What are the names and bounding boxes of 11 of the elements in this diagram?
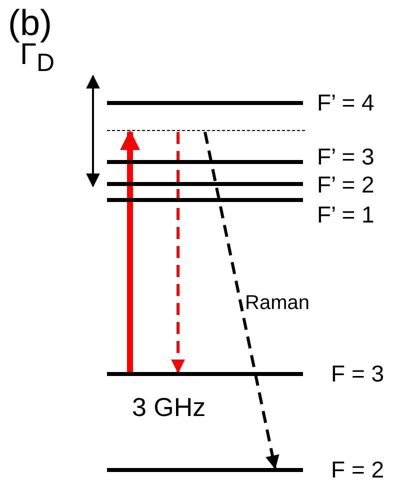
arrow [204, 132, 280, 470]
level-label: F’ = 3 [317, 144, 374, 170]
level-label: F’ = 2 [317, 172, 374, 198]
edge-label: Raman [245, 292, 310, 315]
arrow [171, 132, 185, 374]
frequency-label: 3 GHz [132, 392, 206, 423]
level-label: F’ = 1 [317, 202, 374, 228]
level-label: F’ = 4 [317, 90, 374, 116]
level-label: F = 3 [331, 360, 384, 388]
level-label: F = 2 [331, 456, 384, 484]
arrow [120, 130, 140, 372]
